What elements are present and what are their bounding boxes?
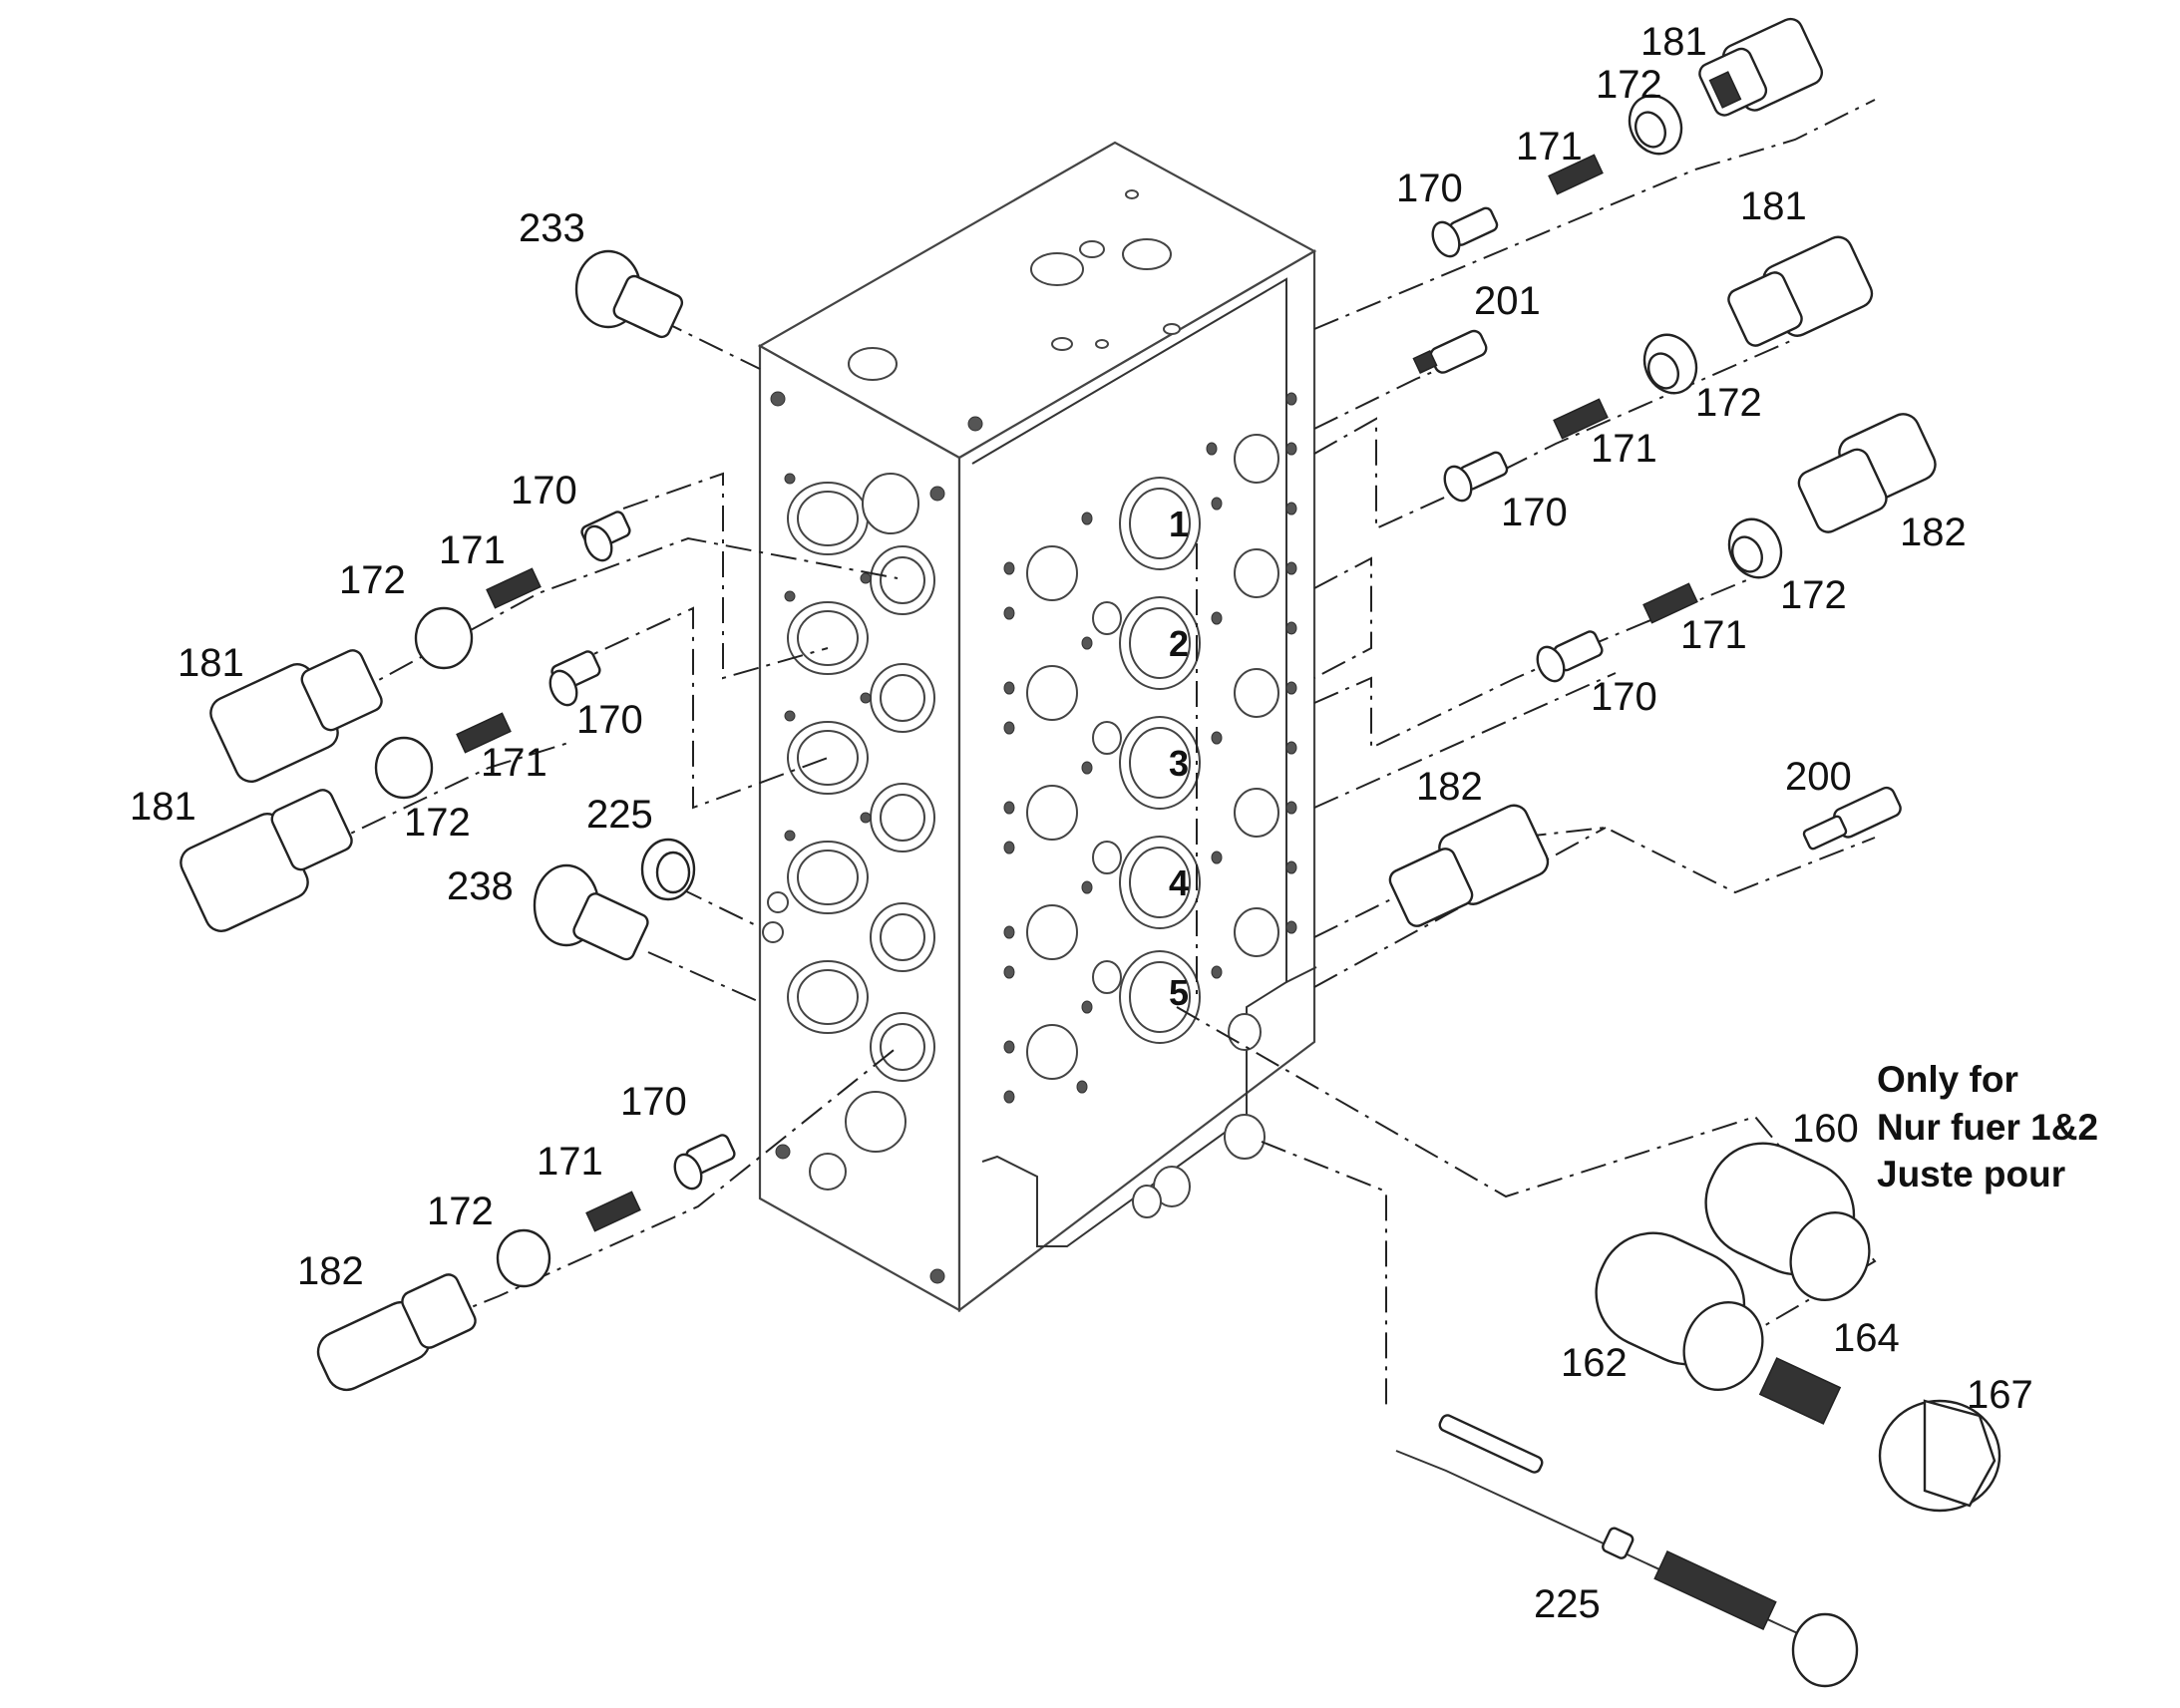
label-238: 238: [447, 864, 514, 908]
relief-valve-182-r3: [1797, 413, 1937, 533]
plug-238: [533, 863, 649, 961]
spring-171-r2: [1553, 398, 1609, 440]
plunger-170-r3: [1536, 630, 1604, 683]
note-line-2: Nur fuer 1&2: [1877, 1107, 2098, 1148]
relief-valve-181-top: [1698, 17, 1824, 117]
valve-block: [757, 141, 1317, 1313]
label-172-r3: 172: [1780, 573, 1847, 617]
spring-164: [1758, 1357, 1842, 1425]
port-number-1: 1: [1169, 504, 1189, 544]
label-182-bl: 182: [297, 1249, 364, 1293]
label-160: 160: [1792, 1107, 1859, 1151]
label-171-bl: 171: [537, 1140, 603, 1184]
label-172-l1: 172: [339, 558, 406, 602]
plunger-201: [1412, 329, 1488, 375]
seal-ring-172-bl: [496, 1228, 551, 1288]
label-164: 164: [1833, 1316, 1900, 1360]
relief-valve-182-bl: [316, 1273, 477, 1392]
spring-171-bl: [585, 1191, 641, 1232]
label-181-top: 181: [1640, 20, 1707, 64]
label-171-l1: 171: [439, 528, 506, 572]
label-162: 162: [1561, 1341, 1628, 1385]
seal-ring-172-top: [1628, 94, 1683, 156]
seal-ring-172-l2: [374, 736, 434, 800]
label-170-l2: 170: [576, 698, 643, 742]
label-172-bl: 172: [427, 1190, 494, 1233]
spring-171-top: [1548, 154, 1604, 195]
port-number-5: 5: [1169, 972, 1189, 1013]
relief-valve-181-l1: [209, 649, 383, 783]
note-line-3: Juste pour: [1877, 1154, 2065, 1195]
port-number-2: 2: [1169, 623, 1189, 664]
label-182-r3: 182: [1900, 511, 1967, 554]
label-225-bottom: 225: [1534, 1582, 1601, 1626]
label-181-r2: 181: [1740, 184, 1807, 228]
plunger-170-bl: [673, 1134, 736, 1191]
label-172-top: 172: [1596, 63, 1662, 107]
relief-valve-182-mid: [1388, 804, 1550, 927]
seal-ring-172-r3: [1727, 517, 1783, 579]
label-200: 200: [1785, 755, 1852, 799]
label-201: 201: [1474, 279, 1541, 323]
assembly-225-bottom: [1395, 1414, 1859, 1688]
label-170-r2: 170: [1501, 491, 1568, 534]
label-225-left: 225: [586, 793, 653, 837]
plunger-170-top: [1431, 206, 1499, 258]
spool-160: [1704, 1142, 1871, 1302]
spring-171-l1: [486, 567, 542, 609]
label-171-top: 171: [1516, 125, 1583, 169]
label-170-r3: 170: [1591, 675, 1657, 719]
label-167: 167: [1967, 1373, 2033, 1417]
label-172-r2: 172: [1695, 381, 1762, 425]
label-171-r3: 171: [1680, 613, 1747, 657]
plunger-170-r2: [1443, 451, 1509, 503]
right-face-ports: [1003, 392, 1297, 1218]
top-port: [1030, 252, 1084, 286]
seal-ring-225-left: [640, 838, 696, 901]
spool-note: Only for Nur fuer 1&2 Juste pour: [1877, 1059, 2098, 1195]
spring-171-r3: [1642, 582, 1698, 624]
plunger-170-l1: [580, 511, 631, 562]
label-181-l2: 181: [130, 785, 196, 829]
seal-ring-172-l1: [414, 606, 474, 670]
spring-171-l2: [456, 712, 512, 754]
left-face-ports: [762, 391, 945, 1284]
port-number-4: 4: [1169, 862, 1189, 903]
plunger-200: [1802, 786, 1902, 851]
label-181-l1: 181: [178, 641, 244, 685]
relief-valve-181-r2: [1727, 235, 1874, 347]
label-170-bl: 170: [620, 1080, 687, 1124]
part-labels: 181 172 171 170 181 201 172 171 170 182 …: [130, 20, 2033, 1626]
label-171-r2: 171: [1591, 427, 1657, 471]
note-line-1: Only for: [1877, 1059, 2018, 1100]
label-182-mid: 182: [1416, 765, 1483, 809]
relief-valve-181-l2: [180, 789, 353, 932]
plug-167: [1878, 1399, 2001, 1513]
label-172-l2: 172: [404, 801, 471, 845]
spool-162: [1595, 1231, 1764, 1392]
label-171-l2: 171: [481, 741, 547, 785]
label-170-top: 170: [1396, 167, 1463, 210]
port-number-3: 3: [1169, 743, 1189, 784]
plug-233: [574, 249, 684, 339]
port-number-labels: 1 2 3 4 5: [1169, 504, 1189, 1013]
plunger-170-l2: [548, 650, 601, 707]
seal-ring-172-r2: [1642, 333, 1698, 395]
label-170-l1: 170: [511, 469, 577, 512]
label-233: 233: [519, 206, 585, 250]
